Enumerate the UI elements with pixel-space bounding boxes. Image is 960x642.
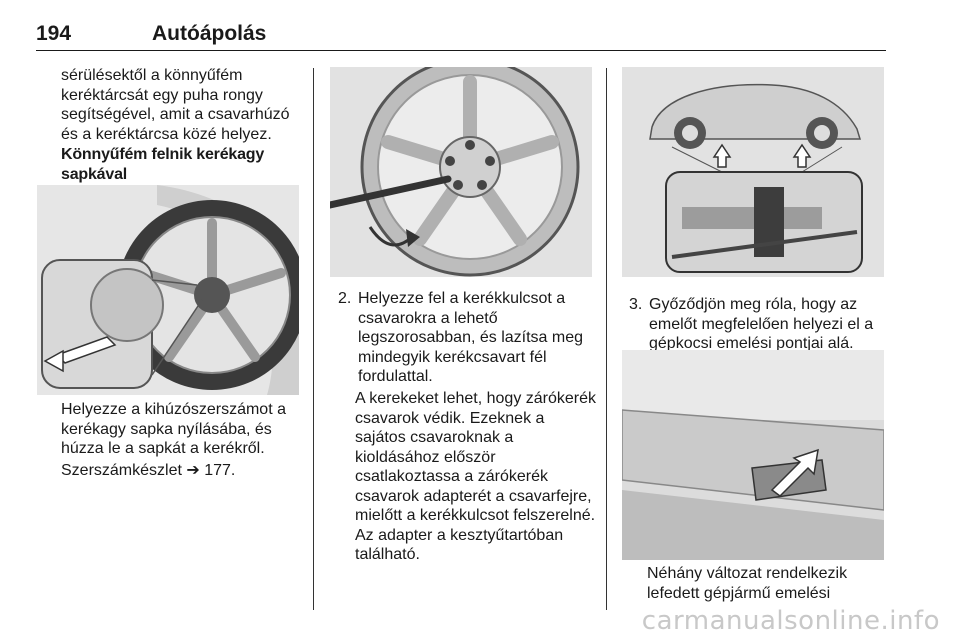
toolkit-reference: Szerszámkészlet ➔ 177. — [61, 462, 236, 479]
intro-text: sérülésektől a könnyűfém keréktárcsát eg… — [61, 67, 290, 143]
step-2-number: 2. — [338, 290, 352, 307]
sill-cover-illustration — [622, 350, 884, 560]
step-3-text: Győződjön meg róla, hogy az emelőt megfe… — [649, 296, 874, 352]
hub-cap-illustration — [37, 185, 299, 395]
section-title: Autóápolás — [152, 22, 267, 45]
page-number: 194 — [36, 22, 72, 45]
lock-bolt-note: A kerekeket lehet, hogy zárókerék csavar… — [355, 390, 597, 563]
jacking-point-illustration — [622, 67, 884, 277]
instruction-text: Helyezze a kihúzószerszámot a kerékagy s… — [61, 401, 286, 457]
step-3-number: 3. — [629, 296, 643, 313]
column-divider-1 — [313, 68, 314, 610]
wheel-wrench-illustration — [330, 67, 592, 277]
step-2-text: Helyezze fel a kerékkulcsot a csavarokra… — [358, 290, 584, 385]
column-divider-2 — [606, 68, 607, 610]
page-header: 194 Autóápolás — [36, 22, 886, 51]
covered-jacking-note: Néhány változat rendelkezik lefedett gép… — [647, 565, 848, 602]
watermark: carmanualsonline.info — [641, 606, 940, 636]
section-heading: Könnyűfém felnik kerékagy sapkával — [61, 146, 265, 183]
